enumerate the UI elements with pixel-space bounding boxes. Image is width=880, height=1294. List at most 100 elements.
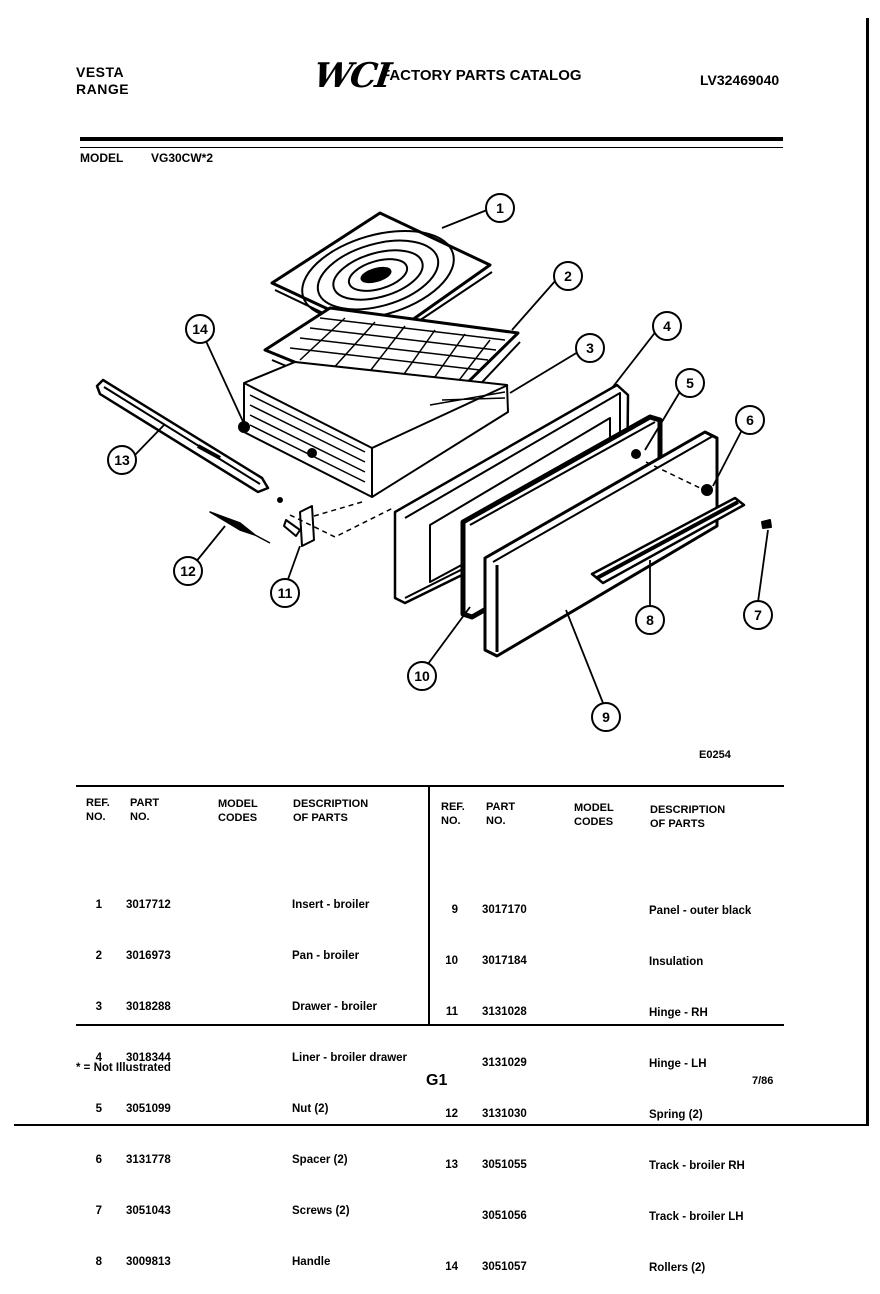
figure-code: E0254 bbox=[699, 749, 731, 761]
table-row: Rollers (2) bbox=[649, 1262, 706, 1274]
table-row: 3016973 bbox=[126, 950, 171, 962]
callout-1: 1 bbox=[496, 200, 504, 216]
table-row: Pan - broiler bbox=[292, 950, 360, 962]
table-rule-bottom bbox=[76, 1024, 784, 1026]
header-rule-thin bbox=[80, 147, 783, 148]
table-row: Panel - outer black bbox=[649, 905, 752, 917]
part-nut bbox=[631, 449, 641, 459]
exploded-parts-diagram: 1 2 3 4 5 6 7 8 9 10 11 12 13 14 bbox=[95, 193, 773, 732]
header-ref-no: REF.NO. bbox=[86, 797, 110, 823]
table-row: Screws (2) bbox=[292, 1205, 350, 1217]
table-row: Insulation bbox=[649, 956, 704, 968]
part-drawer-broiler bbox=[238, 361, 509, 498]
table-row: 3131030 bbox=[482, 1108, 527, 1120]
model-label: MODEL bbox=[80, 151, 124, 165]
table-rule-top bbox=[76, 785, 784, 787]
table-row: Insert - broiler bbox=[292, 899, 370, 911]
part-screw bbox=[761, 519, 772, 529]
brand-name: VESTA bbox=[76, 64, 125, 80]
table-column-part: 3017712 3016973 3018288 3018344 3051099 … bbox=[126, 863, 171, 1288]
table-row: 7 bbox=[95, 1205, 102, 1217]
table-row bbox=[438, 1055, 458, 1072]
table-row bbox=[438, 1208, 458, 1225]
callout-5: 5 bbox=[686, 375, 694, 391]
table-row: 3131028 bbox=[482, 1006, 527, 1018]
callout-7: 7 bbox=[754, 607, 762, 623]
callout-8: 8 bbox=[646, 612, 654, 628]
table-row: Spring (2) bbox=[649, 1109, 703, 1121]
table-row: Liner - broiler drawer bbox=[292, 1052, 408, 1064]
callout-3: 3 bbox=[586, 340, 594, 356]
callout-12: 12 bbox=[180, 563, 196, 579]
table-row: Track - broiler LH bbox=[649, 1211, 744, 1223]
table-row: 3018288 bbox=[126, 1001, 171, 1013]
part-track-broiler bbox=[95, 378, 270, 494]
header-ref-no-right: REF.NO. bbox=[441, 801, 465, 827]
callout-9: 9 bbox=[602, 709, 610, 725]
part-panel-outer bbox=[483, 430, 719, 658]
catalog-title: FACTORY PARTS CATALOG bbox=[381, 67, 582, 84]
table-column-description: Insert - broiler Pan - broiler Drawer - … bbox=[292, 863, 407, 1288]
part-spring bbox=[209, 511, 271, 544]
revision-date: 7/86 bbox=[752, 1075, 774, 1087]
callout-2: 2 bbox=[564, 268, 572, 284]
table-row: 6 bbox=[95, 1154, 102, 1166]
table-row: 5 bbox=[95, 1103, 102, 1115]
table-row: 3051099 bbox=[126, 1103, 171, 1115]
callout-10: 10 bbox=[414, 668, 430, 684]
callout-14: 14 bbox=[192, 321, 208, 337]
table-row: 3017712 bbox=[126, 899, 171, 911]
table-row: 13 bbox=[445, 1159, 458, 1171]
table-row: 3131778 bbox=[126, 1154, 171, 1166]
callout-4: 4 bbox=[663, 318, 671, 334]
table-row: Hinge - RH bbox=[649, 1007, 708, 1019]
table-row: 12 bbox=[445, 1108, 458, 1120]
table-row: 3051055 bbox=[482, 1159, 527, 1171]
header-rule-thick bbox=[80, 137, 783, 141]
table-row: Drawer - broiler bbox=[292, 1001, 377, 1013]
table-row: Nut (2) bbox=[292, 1103, 329, 1115]
part-spacer bbox=[701, 484, 713, 496]
table-row: 4 bbox=[95, 1052, 102, 1064]
product-type: RANGE bbox=[76, 81, 130, 97]
catalog-number: LV32469040 bbox=[700, 72, 780, 88]
table-row: 3051056 bbox=[482, 1210, 527, 1222]
table-row: Hinge - LH bbox=[649, 1058, 707, 1070]
table-row: 3051057 bbox=[482, 1261, 527, 1273]
table-column-ref: 1 2 3 4 5 6 7 8 bbox=[82, 863, 102, 1288]
table-row: 3009813 bbox=[126, 1256, 171, 1268]
table-divider bbox=[428, 786, 430, 1025]
table-row: 11 bbox=[445, 1006, 458, 1018]
callout-6: 6 bbox=[746, 412, 754, 428]
table-row: 3018344 bbox=[126, 1052, 171, 1064]
page-frame bbox=[14, 18, 869, 1126]
table-row: 14 bbox=[445, 1261, 458, 1273]
table-column-description-right: Panel - outer black Insulation Hinge - R… bbox=[649, 869, 751, 1294]
table-row: Spacer (2) bbox=[292, 1154, 348, 1166]
page-number: G1 bbox=[426, 1072, 448, 1089]
table-row: 2 bbox=[95, 950, 102, 962]
table-row: Track - broiler RH bbox=[649, 1160, 745, 1172]
callout-13: 13 bbox=[114, 452, 130, 468]
model-number: VG30CW*2 bbox=[151, 151, 214, 165]
table-row: 8 bbox=[95, 1256, 102, 1268]
table-row: 3 bbox=[95, 1001, 102, 1013]
table-row: 10 bbox=[445, 955, 458, 967]
table-row: 3131029 bbox=[482, 1057, 527, 1069]
table-row: Handle bbox=[292, 1256, 331, 1268]
table-column-part-right: 3017170 3017184 3131028 3131029 3131030 … bbox=[482, 868, 527, 1293]
part-hinge bbox=[277, 497, 315, 547]
table-row: 1 bbox=[95, 899, 102, 911]
brand-block: VESTA RANGE bbox=[76, 64, 129, 98]
callout-11: 11 bbox=[278, 585, 293, 601]
table-row: 3017184 bbox=[482, 955, 527, 967]
table-row: 3017170 bbox=[482, 904, 527, 916]
table-row: 9 bbox=[451, 904, 458, 916]
table-row: 3051043 bbox=[126, 1205, 171, 1217]
